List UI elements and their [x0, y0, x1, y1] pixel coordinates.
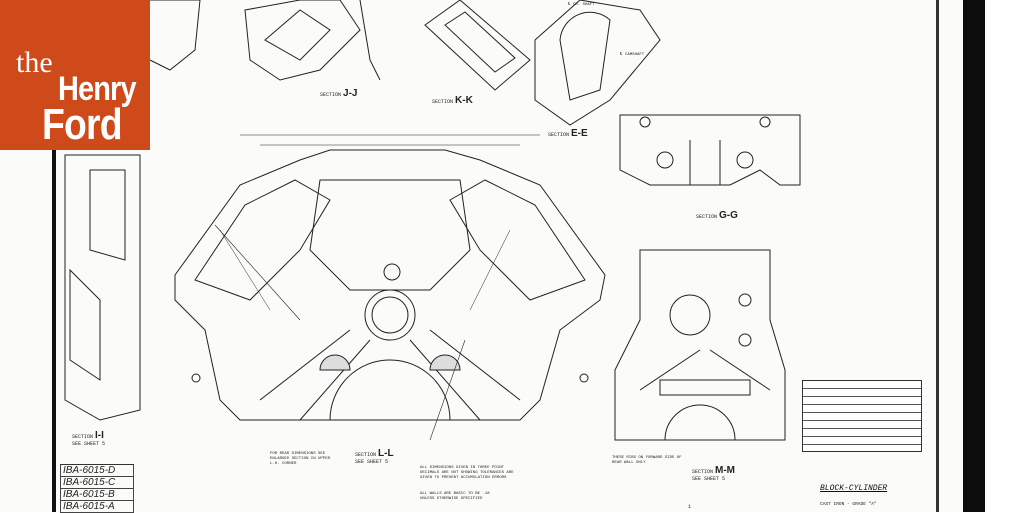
drawing-title: BLOCK-CYLINDER	[820, 484, 888, 493]
part-number-list: IBA-6015-D IBA-6015-C IBA-6015-B IBA-601…	[60, 464, 134, 513]
section-i-i-drawing	[64, 154, 141, 421]
scan-edge	[963, 0, 985, 512]
section-k-k-drawing	[424, 0, 531, 91]
sheet-border-left	[52, 150, 56, 512]
note-crankshaft: ℄ CR. SHAFT	[568, 3, 595, 7]
revision-table	[802, 380, 922, 452]
sheet-border-right	[936, 0, 939, 512]
section-g-g-drawing	[619, 114, 801, 186]
part-number: IBA-6015-A	[60, 501, 134, 513]
section-m-m-drawing	[614, 249, 786, 441]
material-spec: CAST IRON - GRADE "A"	[820, 502, 877, 507]
part-number: IBA-6015-C	[60, 477, 134, 489]
part-number: IBA-6015-D	[60, 465, 134, 477]
note-dimensions: ALL DIMENSIONS GIVEN IN THREE POINT DECI…	[420, 466, 514, 480]
note-walls: ALL WALLS ARE BASIC TO BE .18 UNLESS OTH…	[420, 492, 490, 501]
logo-the: the	[16, 46, 53, 79]
logo-henry: Henry	[58, 70, 137, 108]
note-ribs: THESE RIBS ON FORWARD SIDE OF REAR WALL …	[612, 456, 682, 465]
note-rear-dimensions: FOR REAR DIMENSIONS SEE ENLARGED SECTION…	[270, 452, 331, 466]
section-j-j-drawing	[244, 0, 381, 81]
background-margin	[985, 0, 1024, 512]
sheet-number: 1	[688, 504, 692, 510]
section-l-l-drawing	[174, 134, 606, 441]
note-camshaft: ℄ CAMSHAFT	[620, 53, 645, 57]
logo-ford: Ford	[42, 100, 123, 149]
henry-ford-logo[interactable]: the Henry Ford	[0, 0, 150, 150]
section-e-e-drawing	[534, 0, 661, 126]
part-number: IBA-6015-B	[60, 489, 134, 501]
